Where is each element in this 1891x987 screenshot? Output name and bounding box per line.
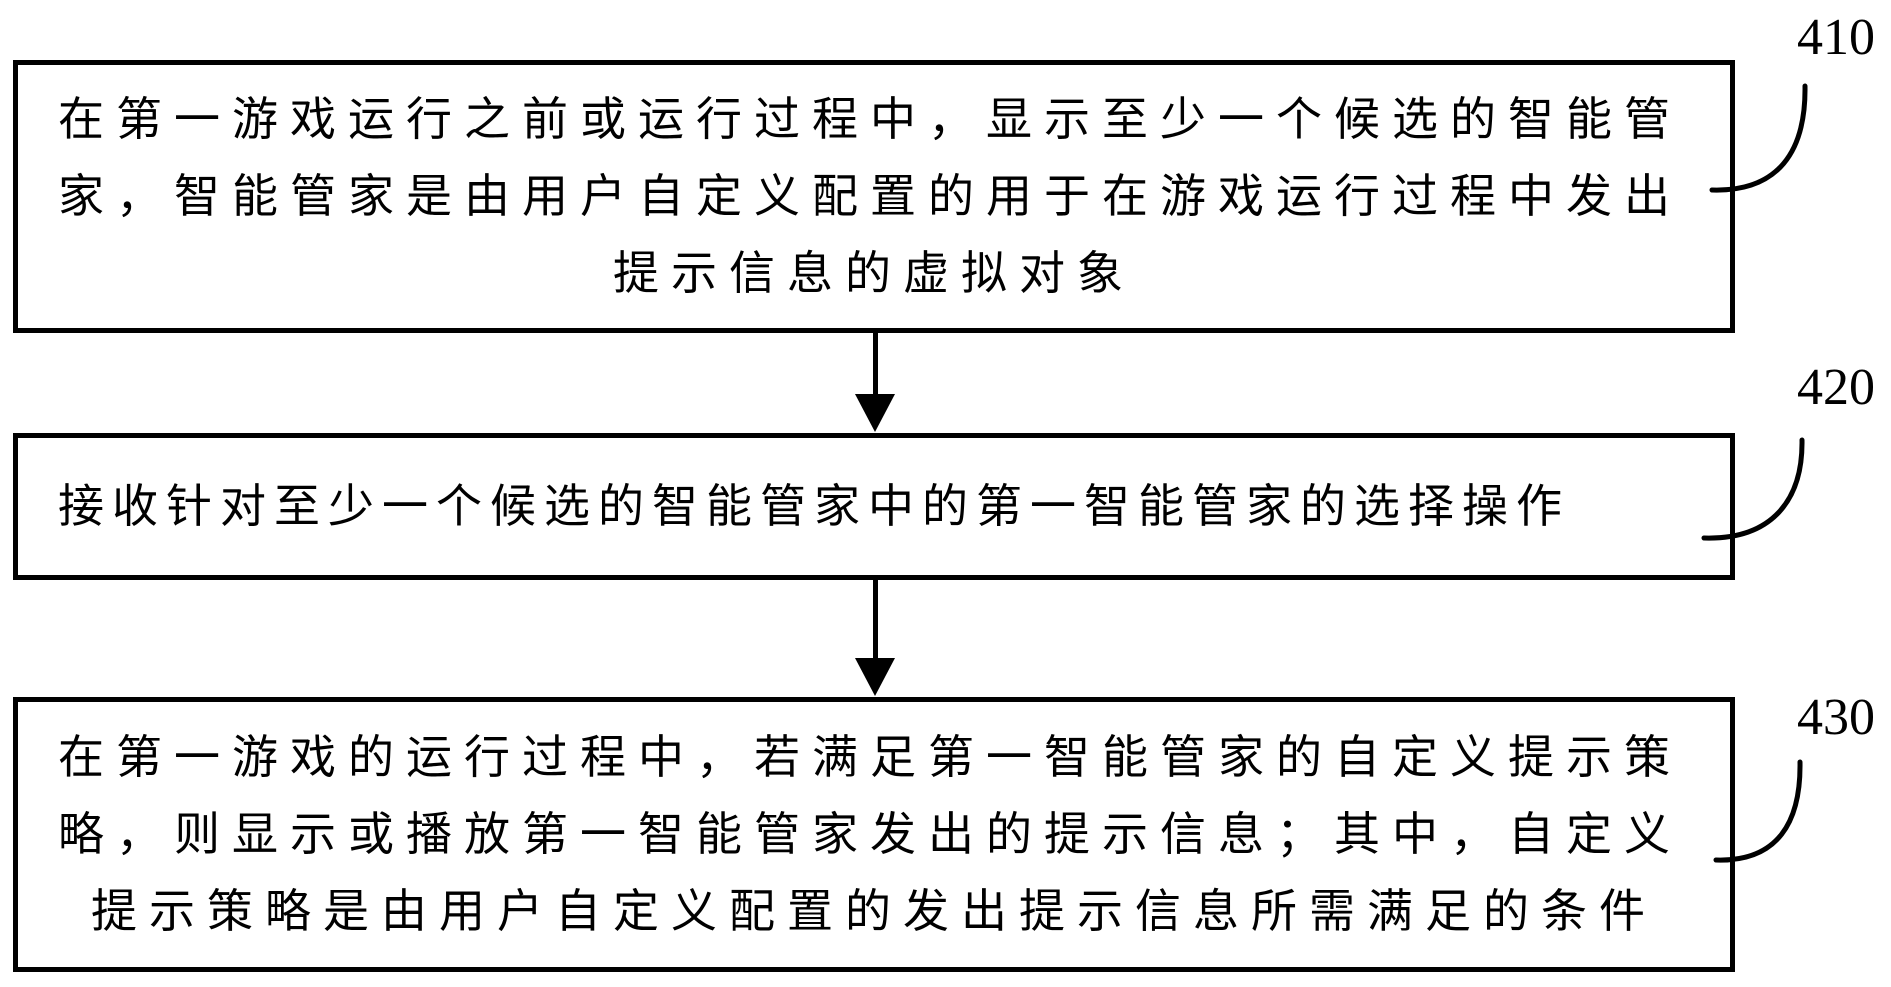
process-step-box-410: 在第一游戏运行之前或运行过程中，显示至少一个候选的智能管 家，智能管家是由用户自…	[13, 60, 1735, 333]
step-430-text-line-3: 提示策略是由用户自定义配置的发出提示信息所需满足的条件	[91, 884, 1657, 938]
step-410-text-line-1: 在第一游戏运行之前或运行过程中，显示至少一个候选的智能管	[58, 92, 1682, 146]
reference-numeral-430: 430	[1797, 689, 1875, 746]
down-arrow-1	[855, 333, 895, 432]
down-arrow-1-head-icon	[855, 394, 895, 432]
down-arrow-1-stem	[873, 333, 878, 399]
reference-numeral-410: 410	[1797, 9, 1875, 66]
step-430-text-line-2: 略，则显示或播放第一智能管家发出的提示信息；其中，自定义	[58, 807, 1682, 861]
step-430-text-line-1: 在第一游戏的运行过程中，若满足第一智能管家的自定义提示策	[58, 730, 1682, 784]
down-arrow-2-head-icon	[855, 658, 895, 696]
down-arrow-2	[855, 580, 895, 696]
process-step-box-430: 在第一游戏的运行过程中，若满足第一智能管家的自定义提示策 略，则显示或播放第一智…	[13, 697, 1735, 972]
step-410-text-line-2: 家，智能管家是由用户自定义配置的用于在游戏运行过程中发出	[58, 169, 1682, 223]
reference-numeral-420: 420	[1797, 359, 1875, 416]
process-step-box-420: 接收针对至少一个候选的智能管家中的第一智能管家的选择操作	[13, 433, 1735, 580]
step-420-text-line-1: 接收针对至少一个候选的智能管家中的第一智能管家的选择操作	[58, 479, 1570, 533]
step-410-text-line-3: 提示信息的虚拟对象	[613, 246, 1135, 300]
down-arrow-2-stem	[873, 580, 878, 663]
